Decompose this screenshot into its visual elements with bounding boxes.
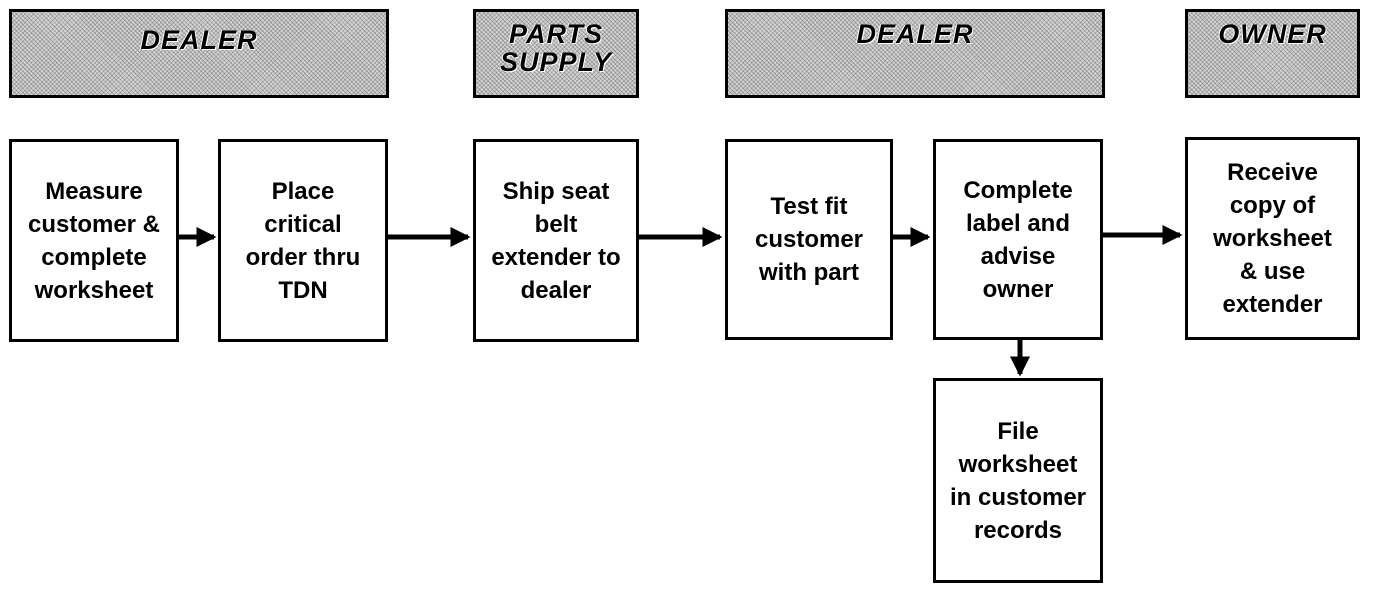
step-place-order: Place critical order thru TDN [218,139,388,342]
header-dealer-2-label: DEALER [856,19,974,49]
header-dealer-2: DEALER [725,9,1105,98]
step-test-fit: Test fit customer with part [725,139,893,340]
header-parts-supply-label: PARTS SUPPLY [499,19,613,77]
step-measure: Measure customer & complete worksheet [9,139,179,342]
header-parts-supply: PARTS SUPPLY [473,9,639,98]
header-dealer-1: DEALER [9,9,389,98]
step-receive-label: Receive copy of worksheet & use extender [1213,159,1332,318]
step-place-order-label: Place critical order thru TDN [245,177,361,304]
step-ship: Ship seat belt extender to dealer [473,139,639,342]
step-test-fit-label: Test fit customer with part [754,193,864,286]
step-file-label: File worksheet in customer records [949,417,1087,544]
header-owner: OWNER [1185,9,1360,98]
step-receive: Receive copy of worksheet & use extender [1185,137,1360,340]
step-file: File worksheet in customer records [933,378,1103,583]
header-owner-label: OWNER [1218,19,1327,49]
step-complete-label: Complete label and advise owner [933,139,1103,340]
step-measure-label: Measure customer & complete worksheet [27,177,161,304]
header-dealer-1-label: DEALER [140,25,258,55]
step-complete-label-label: Complete label and advise owner [963,176,1073,303]
step-ship-label: Ship seat belt extender to dealer [491,177,621,304]
